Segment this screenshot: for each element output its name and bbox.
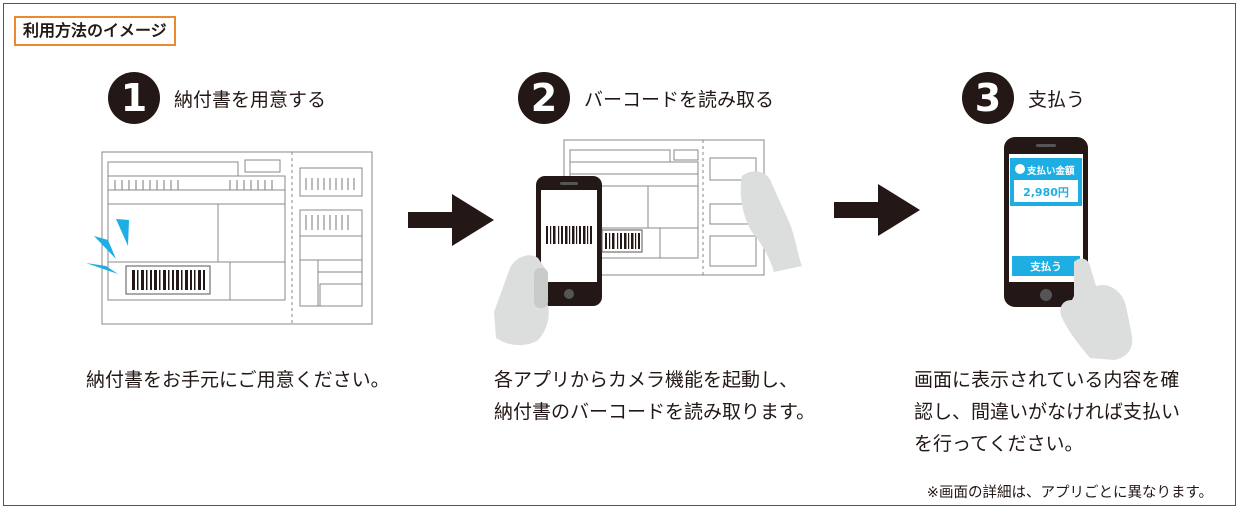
payment-slip-1 bbox=[101, 151, 373, 325]
step-1-label: 納付書を用意する bbox=[174, 88, 327, 111]
step-2-description-line: 各アプリからカメラ機能を起動し、 bbox=[494, 369, 799, 391]
step-number-1: 1 bbox=[108, 72, 160, 124]
hand-icon bbox=[1060, 258, 1133, 360]
step-3-description-line: 認し、間違いがなければ支払い bbox=[914, 401, 1181, 423]
step-3-description-line: を行ってください。 bbox=[914, 433, 1084, 455]
arrow-right-icon bbox=[834, 184, 920, 236]
step-1-description-line: 納付書をお手元にご用意ください。 bbox=[86, 369, 390, 391]
phone-amount-label: 支払い金額 bbox=[1027, 166, 1075, 177]
step-3-header: 3 支払う bbox=[962, 72, 1085, 124]
step-2-header: 2 バーコードを読み取る bbox=[518, 72, 774, 124]
step-3-description-line: 画面に表示されている内容を確 bbox=[914, 369, 1180, 391]
smartphone-icon bbox=[1004, 137, 1088, 307]
footnote: ※画面の詳細は、アプリごとに異なります。 bbox=[926, 485, 1213, 501]
barcode-icon bbox=[601, 229, 643, 253]
step-2-description-line: 納付書のバーコードを読み取ります。 bbox=[494, 401, 816, 423]
step-2-label: バーコードを読み取る bbox=[584, 88, 775, 111]
arrow-right-icon bbox=[408, 194, 494, 246]
step-1-description: 納付書をお手元にご用意ください。 bbox=[86, 364, 390, 396]
section-title: 利用方法のイメージ bbox=[14, 16, 176, 46]
phone-amount-value: 2,980円 bbox=[1023, 186, 1069, 199]
barcode-icon bbox=[546, 226, 592, 244]
hand-icon bbox=[740, 171, 802, 272]
barcode-icon bbox=[125, 265, 211, 295]
step-number-2: 2 bbox=[518, 72, 570, 124]
phone-pay-button[interactable]: 支払う bbox=[1030, 261, 1062, 273]
step-3-label: 支払う bbox=[1028, 88, 1086, 111]
content-frame bbox=[3, 3, 1236, 506]
highlight-marks bbox=[86, 219, 129, 274]
step-2-description: 各アプリからカメラ機能を起動し、 納付書のバーコードを読み取ります。 bbox=[494, 364, 815, 428]
step-1-header: 1 納付書を用意する bbox=[108, 72, 326, 124]
step-3-description: 画面に表示されている内容を確 認し、間違いがなければ支払い を行ってください。 bbox=[914, 364, 1180, 460]
hand-icon bbox=[494, 255, 549, 346]
step-number-3: 3 bbox=[962, 72, 1014, 124]
